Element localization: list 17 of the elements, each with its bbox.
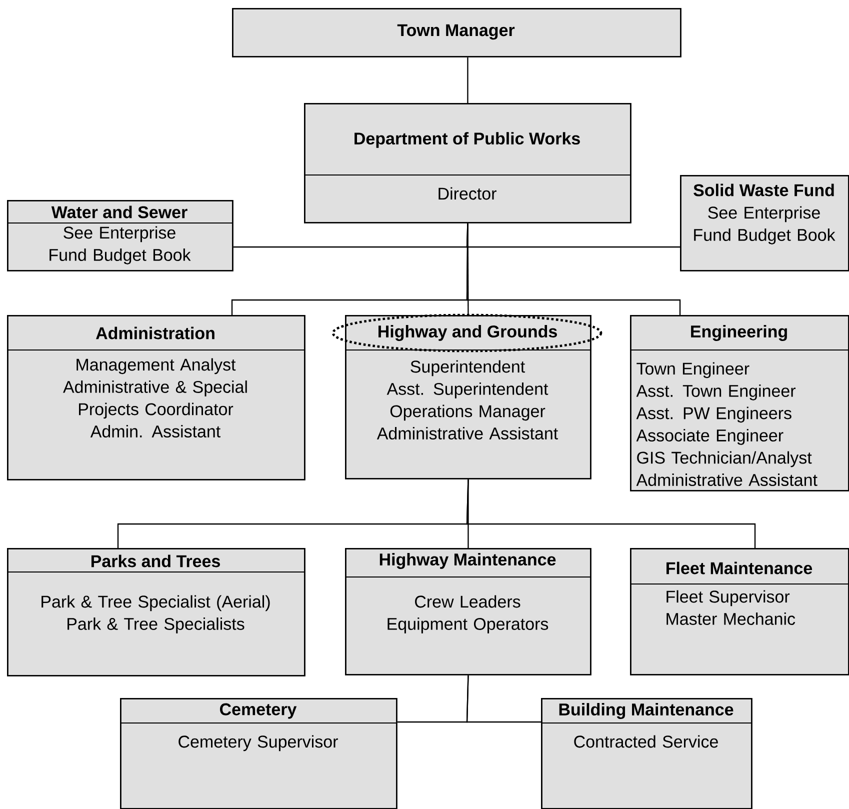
org-box: Highway and Grounds Superintendent Asst. Superintendent Operations Manager Administrative Assistant [344, 315, 592, 480]
org-box: Highway Maintenance Crew Leaders Equipment Operators [344, 548, 592, 676]
org-box: Parks and Trees Park & Tree Specialist (Aerial) Park & Tree Specialists [6, 548, 306, 676]
org-box: Engineering Town Engineer Asst. Town Engineer Asst. PW Engineers Associate Engineer GIS Technician/Analyst Administrative Assistant [630, 315, 849, 492]
org-box: Cemetery Cemetery Supervisor [120, 698, 398, 809]
org-box: Water and Sewer See Enterprise Fund Budget Book [6, 200, 234, 272]
connector-line [466, 223, 681, 315]
org-box: Solid Waste Fund See Enterprise Fund Budget Book [680, 175, 849, 272]
org-box: Fleet Maintenance Fleet Supervisor Master Mechanic [630, 548, 849, 676]
connector-line [468, 479, 469, 548]
org-box: Town Manager [232, 8, 682, 58]
connector-line [466, 675, 541, 723]
org-box: Building Maintenance Contracted Service [540, 698, 752, 809]
org-box: Administration Management Analyst Administrative & Special Projects Coordinator Admin. Assistant [6, 315, 306, 480]
connector-line [466, 479, 756, 548]
org-box: Department of Public Works Director [304, 103, 632, 224]
connector-line [467, 57, 468, 103]
